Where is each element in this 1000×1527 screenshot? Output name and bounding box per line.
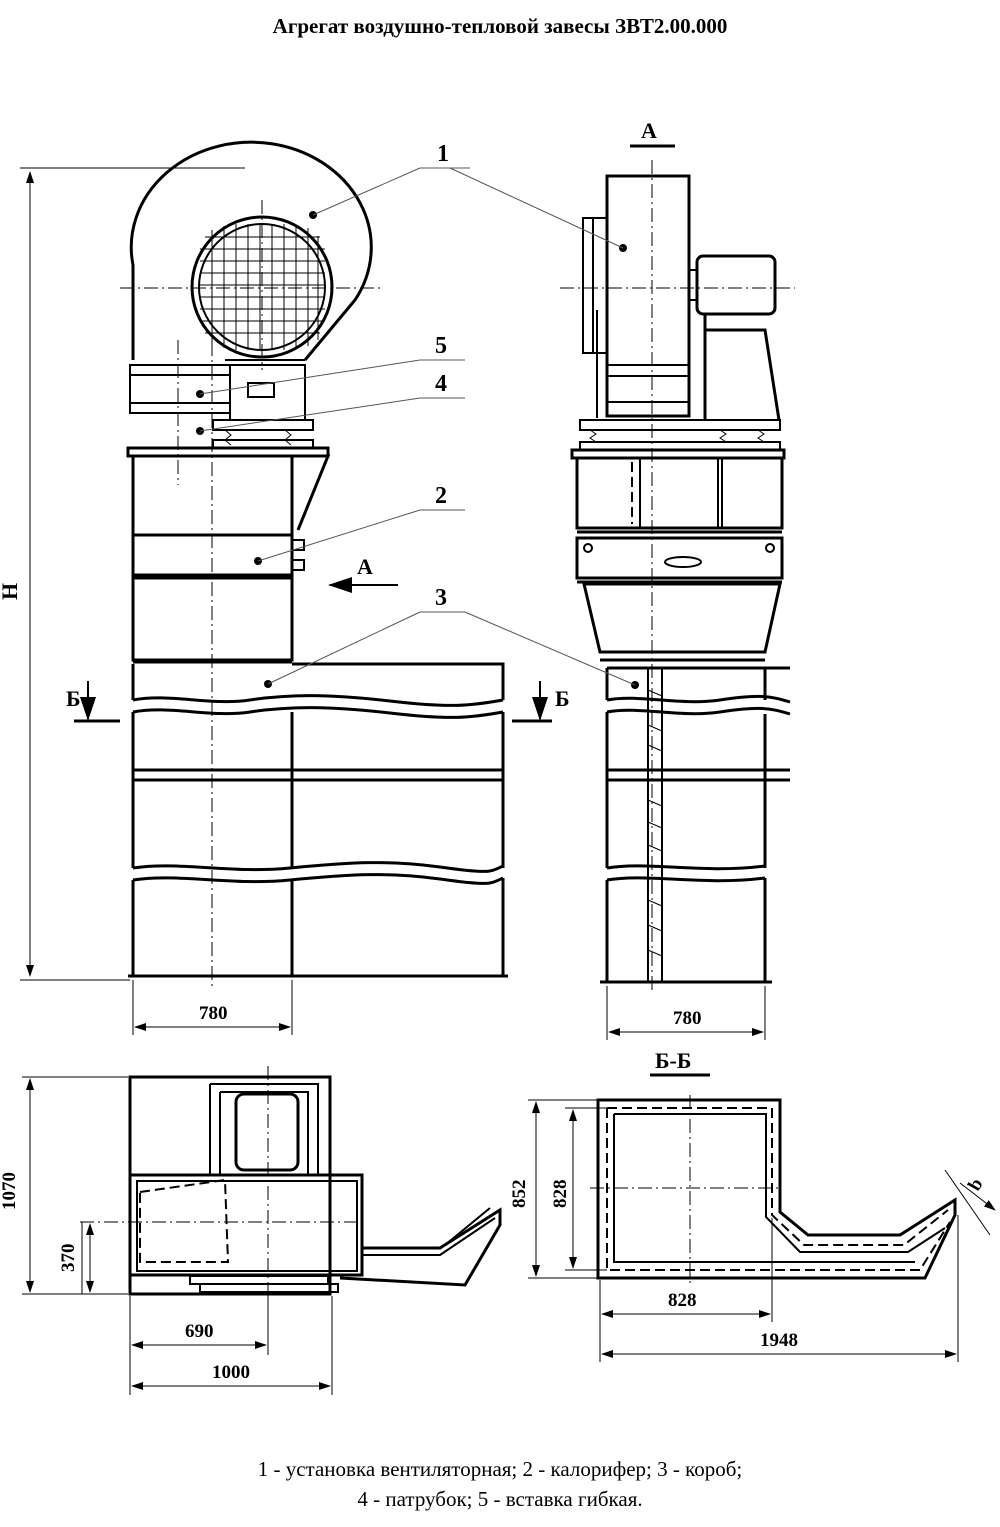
- section-b-b: [528, 1073, 996, 1362]
- part-label-4: 4: [435, 371, 447, 397]
- dim-bb-inner-h: 828: [550, 1180, 571, 1209]
- dim-plan-width: 1000: [212, 1362, 250, 1383]
- part-label-5: 5: [435, 333, 447, 359]
- dim-plan-height: 1070: [0, 1172, 20, 1210]
- technical-drawing: 1 5 4 2 3 А А Б Б Б-Б H 780 780 1070 370…: [0, 118, 996, 1395]
- section-b-label-right: Б: [555, 686, 570, 711]
- caption-line-1: 1 - установка вентиляторная; 2 - калориф…: [257, 1457, 743, 1481]
- section-b-label-left: Б: [66, 686, 81, 711]
- dim-bb-total-w: 1948: [760, 1330, 798, 1351]
- legend-caption: 1 - установка вентиляторная; 2 - калориф…: [0, 1454, 1000, 1514]
- dim-side-width: 780: [673, 1008, 702, 1029]
- part-label-2: 2: [435, 483, 447, 509]
- dim-plan-offset-h: 690: [185, 1321, 214, 1342]
- labels: 1 5 4 2 3 А А Б Б Б-Б H 780 780 1070 370…: [0, 118, 988, 1383]
- dim-front-width: 780: [199, 1003, 228, 1024]
- part-label-3: 3: [435, 585, 447, 611]
- dim-bb-inner-w: 828: [668, 1290, 697, 1311]
- front-view: [20, 140, 552, 1035]
- section-bb-label: Б-Б: [655, 1048, 691, 1073]
- height-label: H: [0, 583, 22, 600]
- part-label-1: 1: [437, 141, 449, 167]
- dim-bb-outer-h: 852: [509, 1180, 530, 1209]
- side-view-a: [449, 144, 795, 1040]
- view-a-label-arrow: А: [357, 554, 373, 579]
- view-a-label-top: А: [641, 118, 657, 143]
- drawing-title: Агрегат воздушно-тепловой завесы ЗВТ2.00…: [272, 14, 728, 38]
- dim-plan-offset-v: 370: [58, 1244, 79, 1273]
- dim-bb-thickness: b: [964, 1175, 987, 1195]
- caption-line-2: 4 - патрубок; 5 - вставка гибкая.: [357, 1487, 643, 1511]
- plan-view: [22, 1066, 502, 1395]
